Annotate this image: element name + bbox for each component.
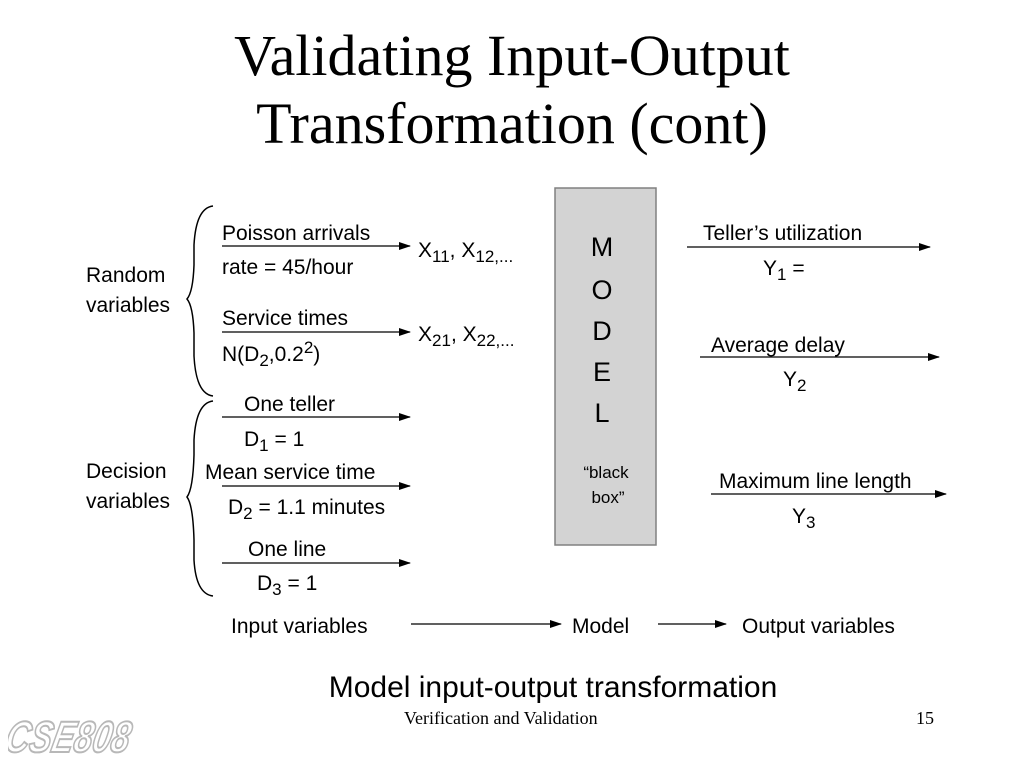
model-letter-d: D (592, 316, 612, 346)
random-label-1: Random (86, 264, 165, 287)
page-number: 15 (916, 708, 934, 728)
x1-values: X11, X12,... (418, 239, 513, 266)
black-box-note-2: box” (591, 488, 624, 507)
model-letter-o: O (591, 275, 612, 305)
model-letter-m: M (591, 232, 614, 262)
max-line-value: Y3 (792, 505, 815, 532)
x2-values: X21, X22,... (418, 323, 514, 350)
black-box-note-1: “black (583, 463, 629, 482)
line-value: D3 = 1 (257, 572, 317, 599)
mean-service-value: D2 = 1.1 minutes (228, 496, 385, 523)
diagram-caption: Model input-output transformation (328, 671, 778, 704)
logo-text: CSE808 (8, 713, 136, 761)
flow-output-label: Output variables (742, 615, 895, 638)
mean-service-label: Mean service time (205, 461, 375, 484)
line-label: One line (248, 538, 326, 561)
delay-label: Average delay (711, 334, 845, 357)
cse808-logo: CSE808 (8, 712, 137, 762)
title-line-1: Validating Input-Output (234, 23, 790, 88)
footer-title: Verification and Validation (404, 708, 598, 728)
title-line-2: Transformation (cont) (256, 91, 768, 156)
service-label: Service times (222, 307, 348, 330)
utilization-label: Teller’s utilization (703, 222, 862, 245)
poisson-label: Poisson arrivals (222, 222, 370, 245)
max-line-label: Maximum line length (719, 470, 912, 493)
decision-label-1: Decision (86, 460, 167, 483)
slide-title: Validating Input-Output Transformation (… (0, 22, 1024, 158)
teller-label: One teller (244, 393, 335, 416)
service-distribution: N(D2,0.22) (222, 338, 320, 370)
model-letter-l: L (594, 398, 609, 428)
flow-model-label: Model (572, 615, 629, 638)
poisson-rate: rate = 45/hour (222, 256, 353, 279)
model-box (554, 187, 657, 546)
utilization-value: Y1 = (763, 257, 805, 284)
flow-input-label: Input variables (231, 615, 368, 638)
decision-label-2: variables (86, 490, 170, 513)
delay-value: Y2 (783, 368, 806, 395)
decision-brace (186, 400, 214, 597)
random-label-2: variables (86, 294, 170, 317)
random-brace (186, 205, 214, 397)
model-letter-e: E (593, 357, 611, 387)
teller-value: D1 = 1 (244, 428, 304, 455)
